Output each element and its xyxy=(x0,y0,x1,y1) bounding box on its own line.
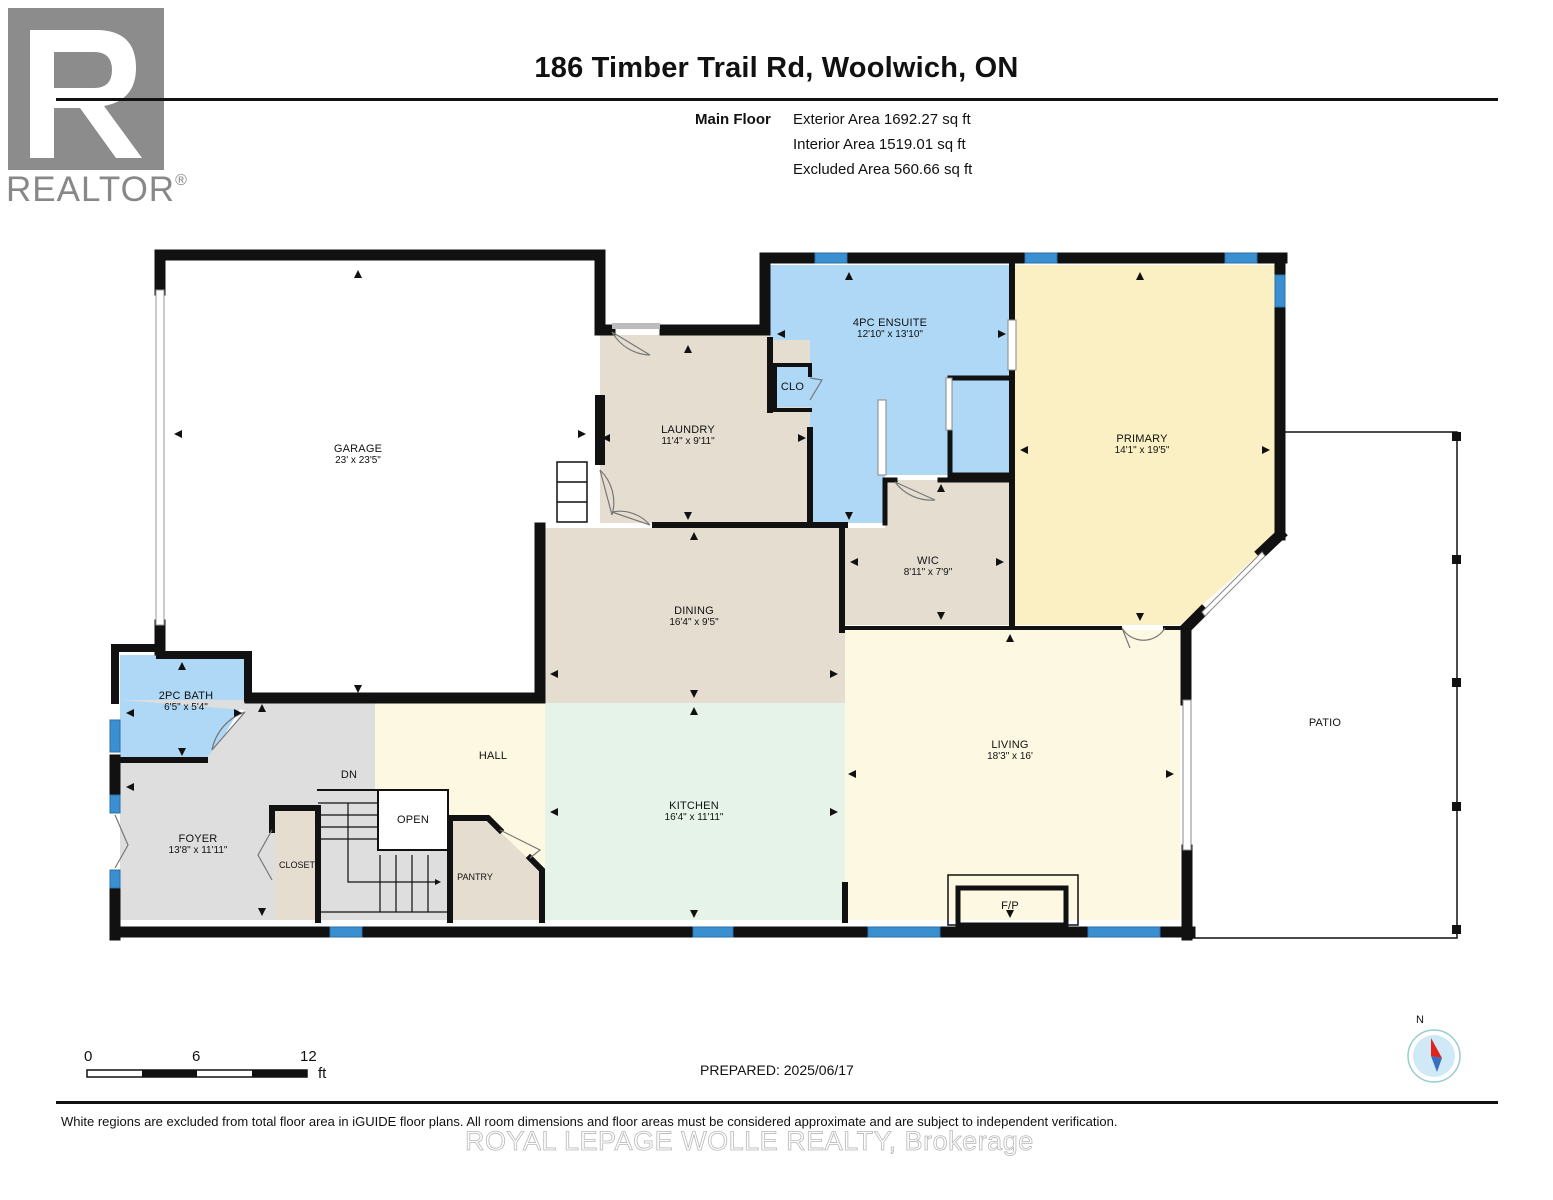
room-dimensions: 13'8" x 11'11" xyxy=(168,845,228,856)
room-garage: GARAGE 23' x 23'5" xyxy=(298,443,418,466)
windows xyxy=(109,252,1286,938)
room-patio: PATIO xyxy=(1308,717,1342,729)
room-dimensions: 18'3" x 16' xyxy=(987,751,1033,762)
room-name: PRIMARY xyxy=(1116,433,1168,445)
exterior-area: Exterior Area 1692.27 sq ft xyxy=(793,111,971,128)
room-dimensions: 16'4" x 11'11" xyxy=(664,812,724,823)
room-hall: HALL xyxy=(478,750,508,762)
garage-steps xyxy=(556,461,588,523)
kitchen-fill xyxy=(545,703,845,920)
realtor-wordmark: REALTOR® xyxy=(6,170,188,209)
prepared-date: PREPARED: 2025/06/17 xyxy=(700,1062,854,1078)
sliding-doors xyxy=(877,319,1266,851)
room-name: DINING xyxy=(674,605,714,617)
laundry-fill xyxy=(600,335,810,523)
fireplace xyxy=(947,874,1079,928)
room-name: LIVING xyxy=(991,739,1029,751)
room-primary: PRIMARY 14'1" x 19'5" xyxy=(1082,433,1202,456)
shower-fill xyxy=(950,378,1008,475)
floor-name: Main Floor xyxy=(695,111,771,128)
scale-label-6: 6 xyxy=(192,1048,201,1065)
room-dining: DINING 16'4" x 9'5" xyxy=(634,605,754,628)
room-name: LAUNDRY xyxy=(661,424,715,436)
room-pantry: PANTRY xyxy=(457,872,493,882)
dimension-arrows xyxy=(126,270,1270,918)
scale-unit: ft xyxy=(318,1065,327,1082)
room-dimensions: 23' x 23'5" xyxy=(335,455,381,466)
clo-fill xyxy=(775,365,810,407)
open-fill xyxy=(378,790,448,850)
room-ensuite: 4PC ENSUITE 12'10" x 13'10" xyxy=(830,317,950,340)
room-dimensions: 6'5" x 5'4" xyxy=(164,702,208,713)
scale-label-0: 0 xyxy=(84,1048,93,1065)
room-dimensions: 16'4" x 9'5" xyxy=(669,617,719,628)
room-clo: CLO xyxy=(780,381,805,393)
bath-fill xyxy=(120,655,245,760)
dining-fill xyxy=(545,528,845,703)
room-dimensions: 14'1" x 19'5" xyxy=(1114,445,1170,456)
header-divider xyxy=(56,98,1498,101)
scale-bar xyxy=(86,1069,308,1078)
room-name: FOYER xyxy=(178,833,218,845)
room-name: KITCHEN xyxy=(669,800,719,812)
compass-icon xyxy=(1407,1029,1461,1083)
stair-treads xyxy=(318,802,448,913)
living-fill xyxy=(845,630,1180,920)
compass-north-label: N xyxy=(1416,1014,1424,1026)
interior-area: Interior Area 1519.01 sq ft xyxy=(793,136,966,153)
room-living: LIVING 18'3" x 16' xyxy=(950,739,1070,762)
excluded-area: Excluded Area 560.66 sq ft xyxy=(793,161,973,178)
room-wic: WIC 8'11" x 7'9" xyxy=(868,555,988,578)
room-name: 4PC ENSUITE xyxy=(852,317,928,329)
room-kitchen: KITCHEN 16'4" x 11'11" xyxy=(634,800,754,823)
room-dimensions: 11'4" x 9'11" xyxy=(661,436,715,447)
room-name: 2PC BATH xyxy=(158,690,214,702)
brokerage-watermark: ROYAL LEPAGE WOLLE REALTY, Brokerage xyxy=(465,1126,1034,1157)
disclaimer-text: White regions are excluded from total fl… xyxy=(61,1114,1118,1129)
room-bath: 2PC BATH 6'5" x 5'4" xyxy=(126,690,246,713)
page-title: 186 Timber Trail Rd, Woolwich, ON xyxy=(534,52,1019,84)
room-laundry: LAUNDRY 11'4" x 9'11" xyxy=(628,424,748,447)
footer-divider xyxy=(56,1101,1498,1104)
fireplace-label: F/P xyxy=(1001,900,1019,912)
scale-label-12: 12 xyxy=(300,1048,317,1065)
room-dimensions: 8'11" x 7'9" xyxy=(903,567,953,578)
pantry-fill xyxy=(450,820,540,920)
room-dimensions: 12'10" x 13'10" xyxy=(857,329,923,340)
closet-fill xyxy=(275,810,318,920)
room-name: GARAGE xyxy=(333,443,383,455)
door-swings xyxy=(114,323,1166,881)
patio-posts xyxy=(1452,432,1461,934)
realtor-logo xyxy=(8,8,164,170)
room-foyer: FOYER 13'8" x 11'11" xyxy=(138,833,258,856)
garage-side-opening xyxy=(155,289,165,626)
room-closet: CLOSET xyxy=(278,860,315,870)
open-to-below-label: OPEN xyxy=(397,814,429,826)
primary-fill xyxy=(1010,265,1275,625)
room-name: WIC xyxy=(917,555,939,567)
stairs-dn-label: DN xyxy=(340,769,358,781)
